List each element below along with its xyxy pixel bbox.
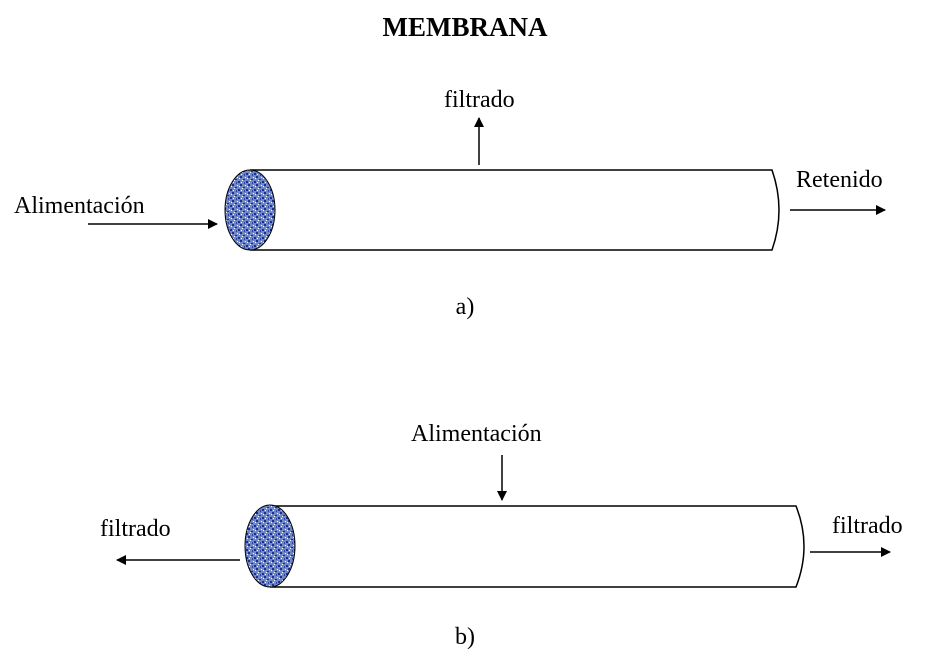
label-permeate-a: filtrado: [444, 87, 515, 113]
label-feed-a: Alimentación: [14, 193, 145, 219]
label-permeate-right-b: filtrado: [832, 513, 903, 539]
label-retentate-a: Retenido: [796, 167, 883, 193]
membrane-tube-b: [244, 504, 805, 588]
membrane-cross-section-a: [224, 169, 276, 251]
label-feed-b: Alimentación: [411, 421, 542, 447]
diagram-title: MEMBRANA: [382, 12, 548, 42]
caption-b: b): [455, 624, 475, 650]
caption-a: a): [455, 294, 475, 320]
label-permeate-left-b: filtrado: [100, 516, 171, 542]
membrane-tube-a: [224, 169, 780, 251]
membrane-cross-section-b: [244, 504, 296, 588]
